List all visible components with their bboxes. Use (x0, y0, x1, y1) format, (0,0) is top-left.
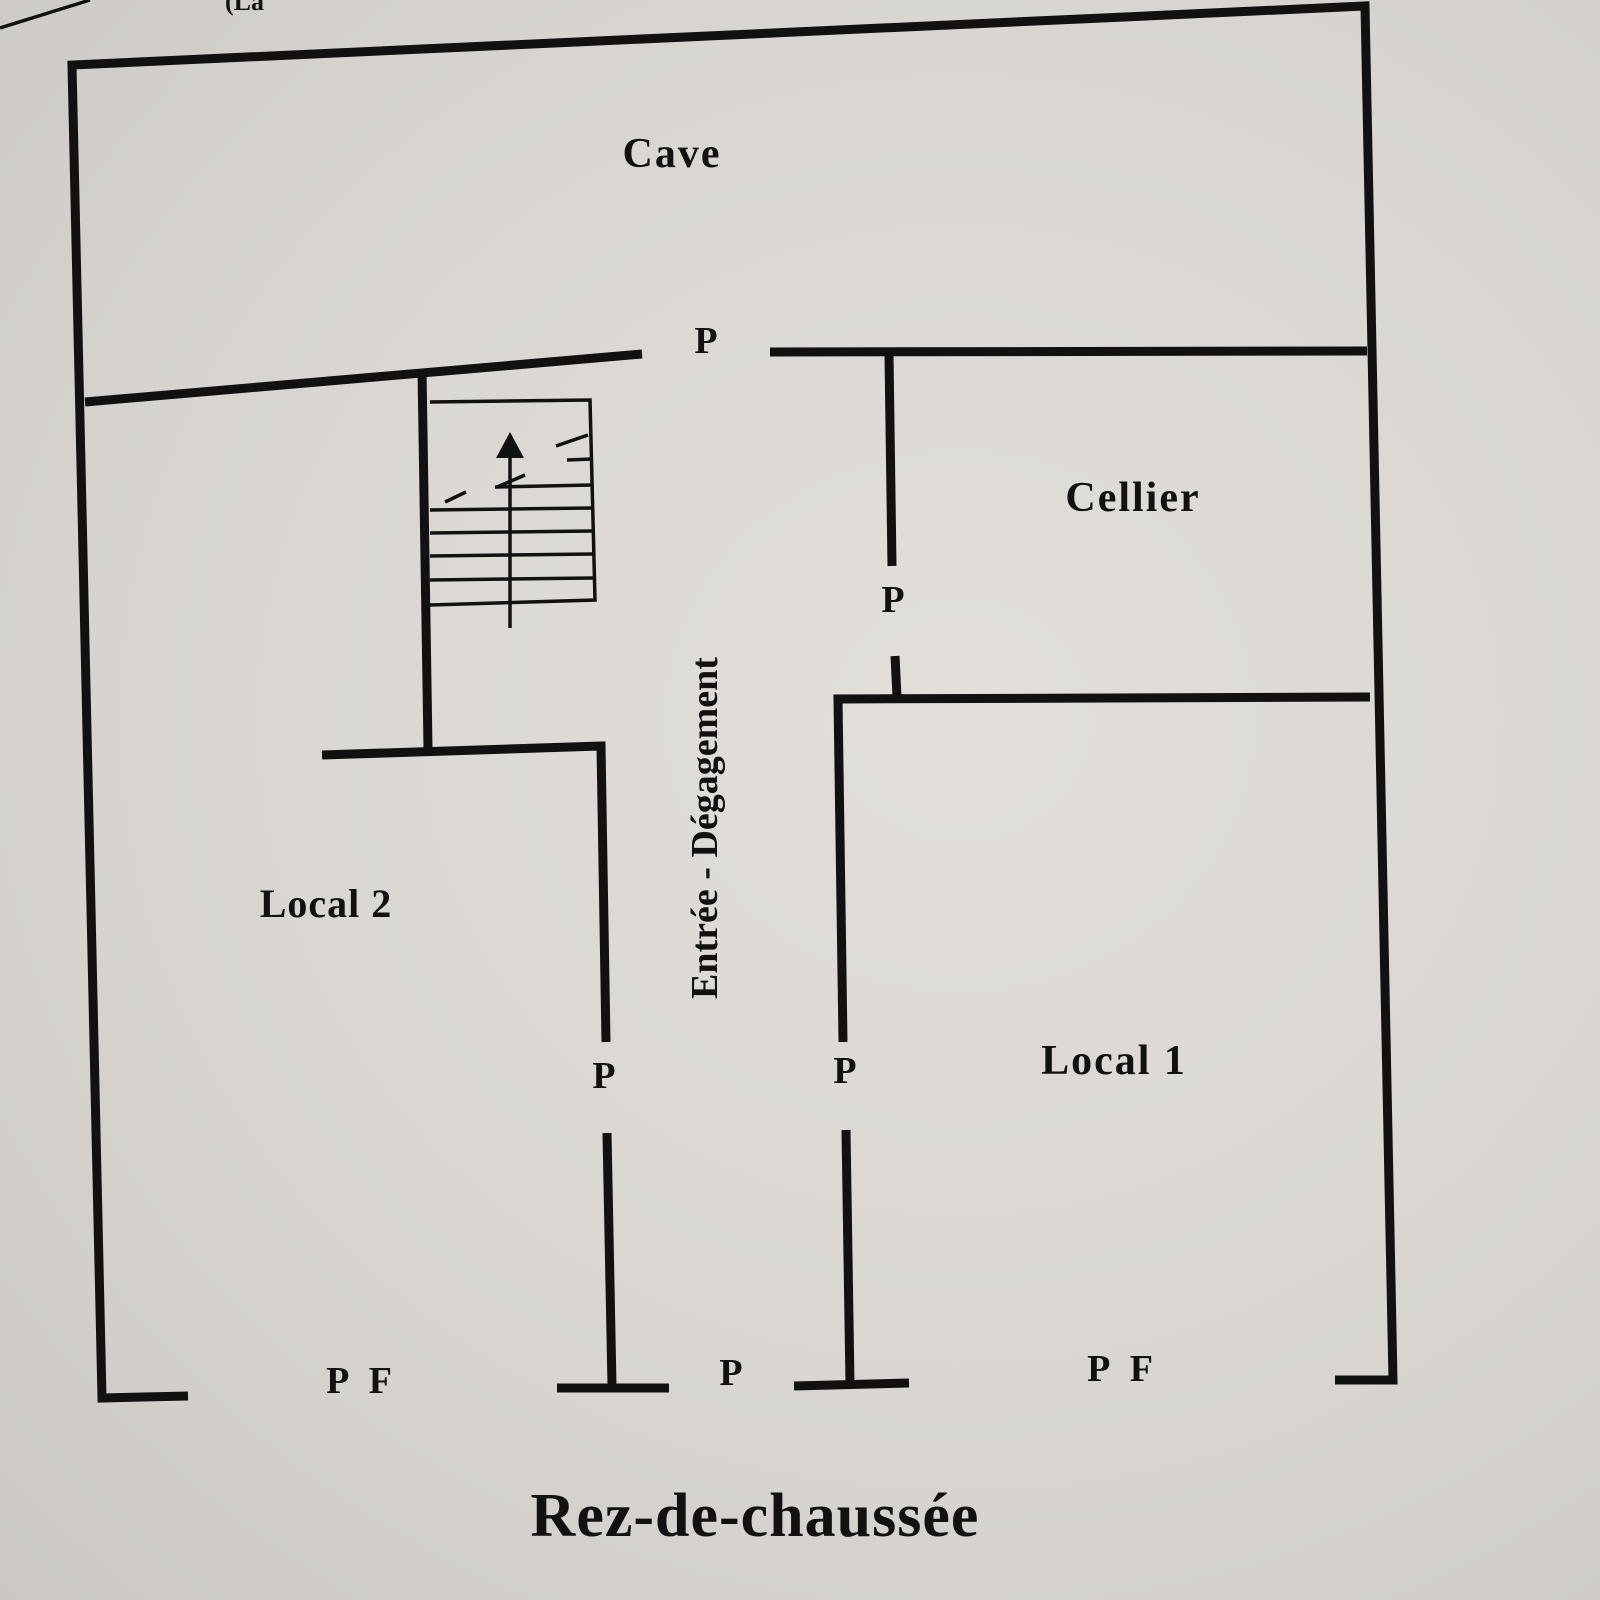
room-label-cellier: Cellier (1065, 475, 1200, 521)
page-fragment-text: (La (225, 0, 264, 16)
stair-wall (417, 369, 433, 749)
door-label-local1-pf: P F (1087, 1348, 1159, 1390)
local2-wall-upper (321, 741, 611, 1043)
local1-wall-lower (841, 1129, 855, 1385)
arrow-up-icon (496, 432, 524, 458)
room-label-corridor: Entrée - Dégagement (684, 657, 726, 999)
cellier-wall-lower (890, 655, 902, 698)
door-label-entrance: P (719, 1352, 742, 1394)
local2-wall-lower (602, 1132, 617, 1387)
walls (67, 1, 1398, 1403)
outer-wall (67, 1, 1398, 1403)
plan-title: Rez-de-chaussée (531, 1482, 980, 1550)
door-label-local-1: P (833, 1050, 856, 1092)
local1-wall-end (793, 1378, 910, 1391)
door-label-cellier: P (881, 579, 904, 621)
cellier-wall-upper (884, 354, 897, 567)
room-label-cave: Cave (623, 131, 722, 177)
door-label-local-2: P (592, 1055, 615, 1097)
cave-wall-left (84, 349, 643, 407)
cave-wall-right (769, 346, 1368, 357)
door-label-local2-pf: P F (326, 1360, 398, 1402)
page-edge (0, 0, 91, 30)
room-label-local-2: Local 2 (260, 881, 393, 926)
room-label-local-1: Local 1 (1041, 1038, 1187, 1084)
staircase (429, 398, 597, 628)
stair-outline (429, 398, 597, 607)
door-label-cave: P (694, 320, 717, 362)
local1-wall-upper (833, 692, 1371, 1043)
